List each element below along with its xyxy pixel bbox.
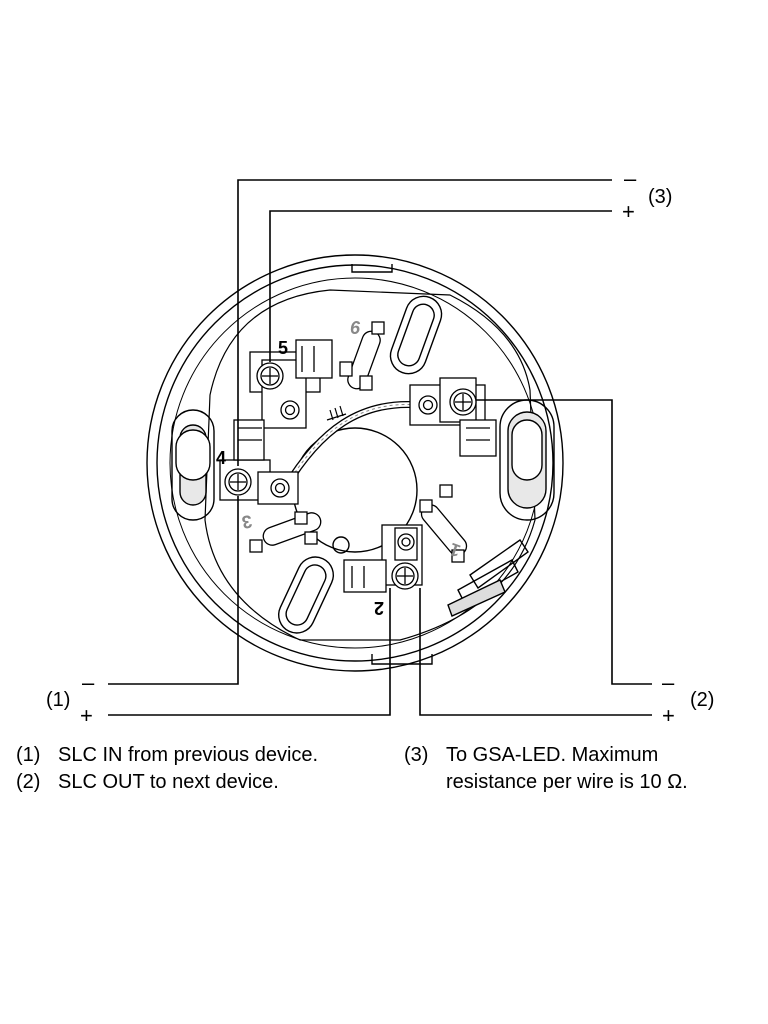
slot-upper-right — [389, 295, 443, 375]
note-3-continuation: resistance per wire is 10 Ω. — [446, 771, 688, 793]
mounting-slot-left — [171, 409, 215, 521]
wire-out-plus — [419, 588, 652, 716]
slot-lower-left — [278, 556, 334, 634]
wire-gsa-minus — [237, 179, 612, 466]
wire-in-plus — [108, 588, 391, 716]
terminal-label-5: 5 — [278, 338, 288, 358]
wire-gsa-plus — [269, 210, 612, 362]
gsa-minus-sign: – — [624, 166, 637, 191]
comb-mark — [326, 405, 347, 421]
note-3-text: To GSA-LED. Maximum — [446, 744, 659, 766]
notes-right: (3) To GSA-LED. Maximum resistance per w… — [404, 742, 688, 796]
clip-3 — [249, 511, 322, 553]
wire-in-minus — [108, 496, 239, 685]
jumper-wire — [282, 400, 421, 490]
note-2-text: SLC OUT to next device. — [58, 771, 279, 793]
mounting-slots — [171, 295, 555, 634]
out-plus-sign: + — [662, 703, 675, 728]
in-tag: (1) — [46, 689, 70, 711]
terminal-label-6: 6 — [350, 318, 361, 338]
out-minus-sign: – — [662, 670, 675, 695]
note-1-number: (1) — [16, 744, 41, 766]
terminal-label-4: 4 — [216, 448, 226, 468]
polarity-labels: – + (3) – + (1) – + (2) — [46, 166, 714, 728]
clip-1 — [419, 484, 468, 563]
note-2: (2) SLC OUT to next device. — [16, 769, 318, 796]
terminal-7 — [409, 377, 497, 457]
terminal-blocks — [219, 339, 497, 593]
terminal-5 — [249, 339, 333, 429]
terminal-4 — [219, 419, 299, 505]
note-3-number: (3) — [404, 744, 429, 766]
gsa-plus-sign: + — [622, 199, 635, 224]
terminal-label-3: 3 — [240, 511, 253, 532]
gsa-tag: (3) — [648, 186, 672, 208]
mounting-slot-right — [499, 399, 555, 521]
notes-left: (1) SLC IN from previous device. (2) SLC… — [16, 742, 318, 796]
in-plus-sign: + — [80, 703, 93, 728]
terminal-2 — [343, 524, 423, 593]
wire-out-minus — [476, 399, 652, 685]
clip-6 — [339, 321, 385, 391]
field-wiring — [108, 179, 652, 716]
note-1: (1) SLC IN from previous device. — [16, 742, 318, 769]
in-minus-sign: – — [82, 670, 95, 695]
out-tag: (2) — [690, 689, 714, 711]
vent-grille — [447, 539, 529, 617]
terminal-label-2: 2 — [374, 598, 384, 618]
unused-clips — [249, 321, 468, 563]
note-1-text: SLC IN from previous device. — [58, 744, 319, 766]
note-3: (3) To GSA-LED. Maximum — [404, 742, 688, 769]
note-2-number: (2) — [16, 771, 41, 793]
